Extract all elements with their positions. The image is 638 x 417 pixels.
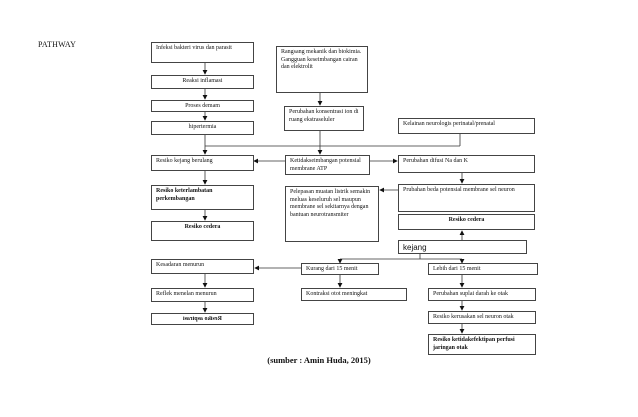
node-perubahan-beda-potensial: Prubahan beda potensial membrane sel neu…	[398, 184, 535, 212]
node-perubahan-difusi: Perubahan difusi Na dan K	[398, 155, 535, 173]
node-resiko-ketidakefektifan: Resiko ketidakefektipan perfusi jaringan…	[428, 334, 536, 355]
node-pelepasan-muatan: Pelepasan muatan listrik semakin meluas …	[285, 186, 379, 242]
node-resiko-cedera-left: Resiko cedera	[151, 221, 254, 241]
node-kejang: kejang	[398, 240, 527, 254]
node-resiko-aspirasi: Resiko aspirasi	[151, 313, 254, 325]
node-resiko-keterlambatan: Resiko keterlambatan perkembangan	[151, 185, 254, 210]
node-proses-demam: Proses demam	[151, 100, 254, 112]
node-resiko-kerusakan: Resiko kerusakan sel neuron otak	[428, 311, 536, 324]
node-ketidakseimbangan: Ketidakseimbangan potensial membrane ATP	[285, 155, 370, 175]
node-reaksi-inflamasi: Reaksi inflamasi	[151, 75, 254, 89]
page-title: PATHWAY	[38, 40, 77, 49]
node-lebih-15: Lebih dari 15 menit	[428, 263, 538, 275]
mirrored-label: Resiko aspirasi	[183, 316, 222, 322]
node-perubahan-suplai: Perubahan suplai darah ke otak	[428, 288, 536, 301]
node-perubahan-konsentrasi: Perubahan konsentrasi ion di ruang ekstr…	[284, 106, 364, 131]
node-kurang-15: Kurang dari 15 menit	[301, 263, 379, 275]
node-reflek-menelan: Reflek menelan menurun	[151, 288, 254, 302]
source-caption: (sumber : Amin Huda, 2015)	[267, 355, 371, 365]
node-kesadaran-menurun: Kesadaran menurun	[151, 259, 254, 274]
node-resiko-cedera-right: Resiko cedera	[398, 214, 535, 230]
node-resiko-kejang-berulang: Resiko kejang berulang	[151, 155, 254, 171]
node-kontraksi-otot: Kontraksi otot meningkat	[301, 288, 407, 301]
node-hipertermia: hipertermia	[151, 121, 254, 135]
node-infeksi: Infeksi bakteri virus dan parasit	[151, 42, 254, 63]
node-kelainan-neurologis: Kelainan neurologis perinatal/prenatal	[398, 118, 535, 134]
node-rangsang: Rangsang mekanik dan biokimia. Gangguan …	[276, 46, 368, 93]
